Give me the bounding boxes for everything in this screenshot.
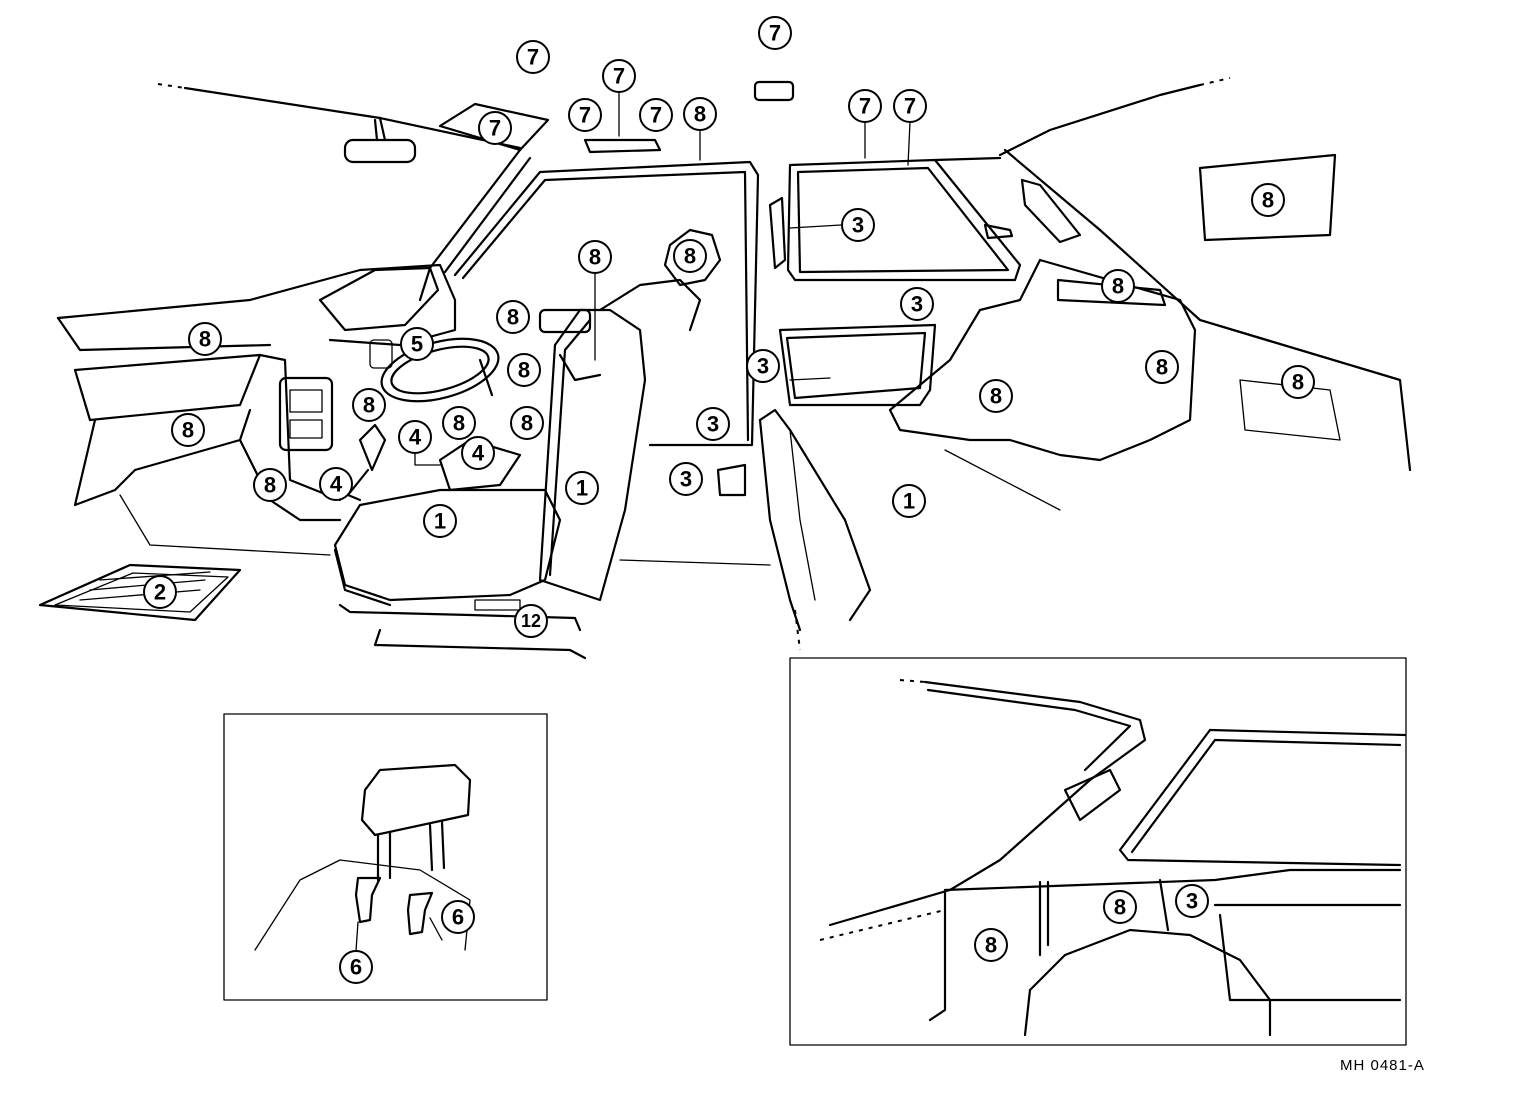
callout-seat-belt: 3 (669, 462, 703, 496)
callout-trim-panel: 8 (1145, 350, 1179, 384)
callout-roof-trim: 7 (893, 89, 927, 123)
floor-mat (38, 563, 242, 622)
callout-trim-panel: 8 (188, 322, 222, 356)
svg-text:8: 8 (199, 327, 211, 352)
callout-trim-panel: 8 (496, 300, 530, 334)
svg-text:8: 8 (1262, 188, 1274, 213)
callout-trim-panel: 8 (1103, 890, 1137, 924)
callout-seat-cushion: 1 (423, 504, 457, 538)
svg-text:3: 3 (757, 354, 769, 379)
callout-trim-panel: 8 (683, 97, 717, 131)
svg-text:7: 7 (579, 103, 591, 128)
callout-boot: 4 (319, 467, 353, 501)
svg-text:8: 8 (264, 473, 276, 498)
svg-text:6: 6 (350, 955, 362, 980)
rear-quarter-detail-inset (789, 657, 1407, 1046)
svg-text:3: 3 (680, 467, 692, 492)
svg-text:12: 12 (521, 611, 541, 631)
headrest-detail-inset (223, 713, 548, 1001)
callout-trim-panel: 8 (979, 379, 1013, 413)
callout-roof-trim: 7 (758, 16, 792, 50)
car-interior-drawing (38, 77, 1412, 660)
svg-text:4: 4 (472, 441, 485, 466)
dome-light-lens (753, 80, 795, 102)
rear-seat (758, 408, 1061, 651)
svg-text:3: 3 (852, 213, 864, 238)
svg-text:8: 8 (182, 418, 194, 443)
svg-text:8: 8 (684, 244, 696, 269)
svg-text:8: 8 (1114, 895, 1126, 920)
package-tray-panel (1198, 153, 1337, 242)
svg-text:7: 7 (904, 94, 916, 119)
callout-trim-panel: 8 (1101, 269, 1135, 303)
callout-boot: 4 (398, 420, 432, 454)
callout-roof-trim: 7 (602, 59, 636, 93)
svg-text:8: 8 (453, 411, 465, 436)
callout-trim-panel: 8 (171, 413, 205, 447)
svg-text:8: 8 (518, 358, 530, 383)
callout-seat-belt: 3 (900, 287, 934, 321)
callout-headrest-support: 6 (339, 950, 373, 984)
callout-roof-trim: 7 (639, 98, 673, 132)
callout-trim-panel: 8 (442, 406, 476, 440)
figure-code: MH 0481-A (1340, 1057, 1425, 1074)
svg-text:8: 8 (1292, 370, 1304, 395)
svg-text:7: 7 (769, 21, 781, 46)
callout-labels: 7 7 7 7 7 7 7 7 8 8 8 8 8 8 8 8 8 8 8 8 … (143, 16, 1315, 984)
callout-trim-panel: 8 (510, 406, 544, 440)
callout-trim-panel: 8 (253, 468, 287, 502)
callout-steering-wheel: 5 (400, 327, 434, 361)
svg-text:7: 7 (489, 116, 501, 141)
callout-trim-panel: 8 (673, 239, 707, 273)
svg-text:8: 8 (694, 102, 706, 127)
callout-headrest-support: 6 (441, 900, 475, 934)
svg-text:1: 1 (434, 509, 446, 534)
callout-roof-trim: 7 (568, 98, 602, 132)
svg-text:4: 4 (409, 425, 422, 450)
svg-text:8: 8 (990, 384, 1002, 409)
svg-text:4: 4 (330, 472, 343, 497)
callout-trim-panel: 8 (974, 928, 1008, 962)
callout-seat-adjuster: 12 (514, 604, 548, 638)
callout-trim-panel: 8 (1281, 365, 1315, 399)
rear-view-mirror (343, 116, 417, 164)
svg-text:8: 8 (363, 393, 375, 418)
svg-text:3: 3 (1186, 889, 1198, 914)
svg-text:7: 7 (613, 64, 625, 89)
svg-text:7: 7 (527, 45, 539, 70)
callout-seat-belt: 3 (746, 349, 780, 383)
callout-seat-cushion: 1 (892, 484, 926, 518)
callout-trim-panel: 8 (352, 388, 386, 422)
svg-text:5: 5 (411, 332, 423, 357)
svg-text:7: 7 (859, 94, 871, 119)
callout-seat-belt: 3 (1175, 884, 1209, 918)
svg-text:3: 3 (707, 412, 719, 437)
callout-trim-panel: 8 (578, 240, 612, 274)
callout-floor-mat: 2 (143, 575, 177, 609)
svg-text:7: 7 (650, 103, 662, 128)
callout-seat-belt: 3 (841, 208, 875, 242)
callout-roof-trim: 7 (478, 111, 512, 145)
svg-text:8: 8 (589, 245, 601, 270)
steering-wheel (369, 337, 500, 403)
callout-roof-trim: 7 (848, 89, 882, 123)
svg-text:6: 6 (452, 905, 464, 930)
callout-seat-cushion: 1 (565, 471, 599, 505)
svg-text:3: 3 (911, 292, 923, 317)
callout-trim-panel: 8 (507, 353, 541, 387)
front-seat (333, 228, 722, 660)
svg-text:8: 8 (1112, 274, 1124, 299)
callout-roof-trim: 7 (516, 40, 550, 74)
svg-text:8: 8 (985, 933, 997, 958)
svg-text:1: 1 (903, 489, 915, 514)
svg-text:8: 8 (521, 411, 533, 436)
callout-seat-belt: 3 (696, 407, 730, 441)
svg-text:8: 8 (1156, 355, 1168, 380)
svg-text:8: 8 (507, 305, 519, 330)
callout-boot: 4 (461, 436, 495, 470)
svg-text:2: 2 (154, 580, 166, 605)
svg-text:1: 1 (576, 476, 588, 501)
callout-trim-panel: 8 (1251, 183, 1285, 217)
